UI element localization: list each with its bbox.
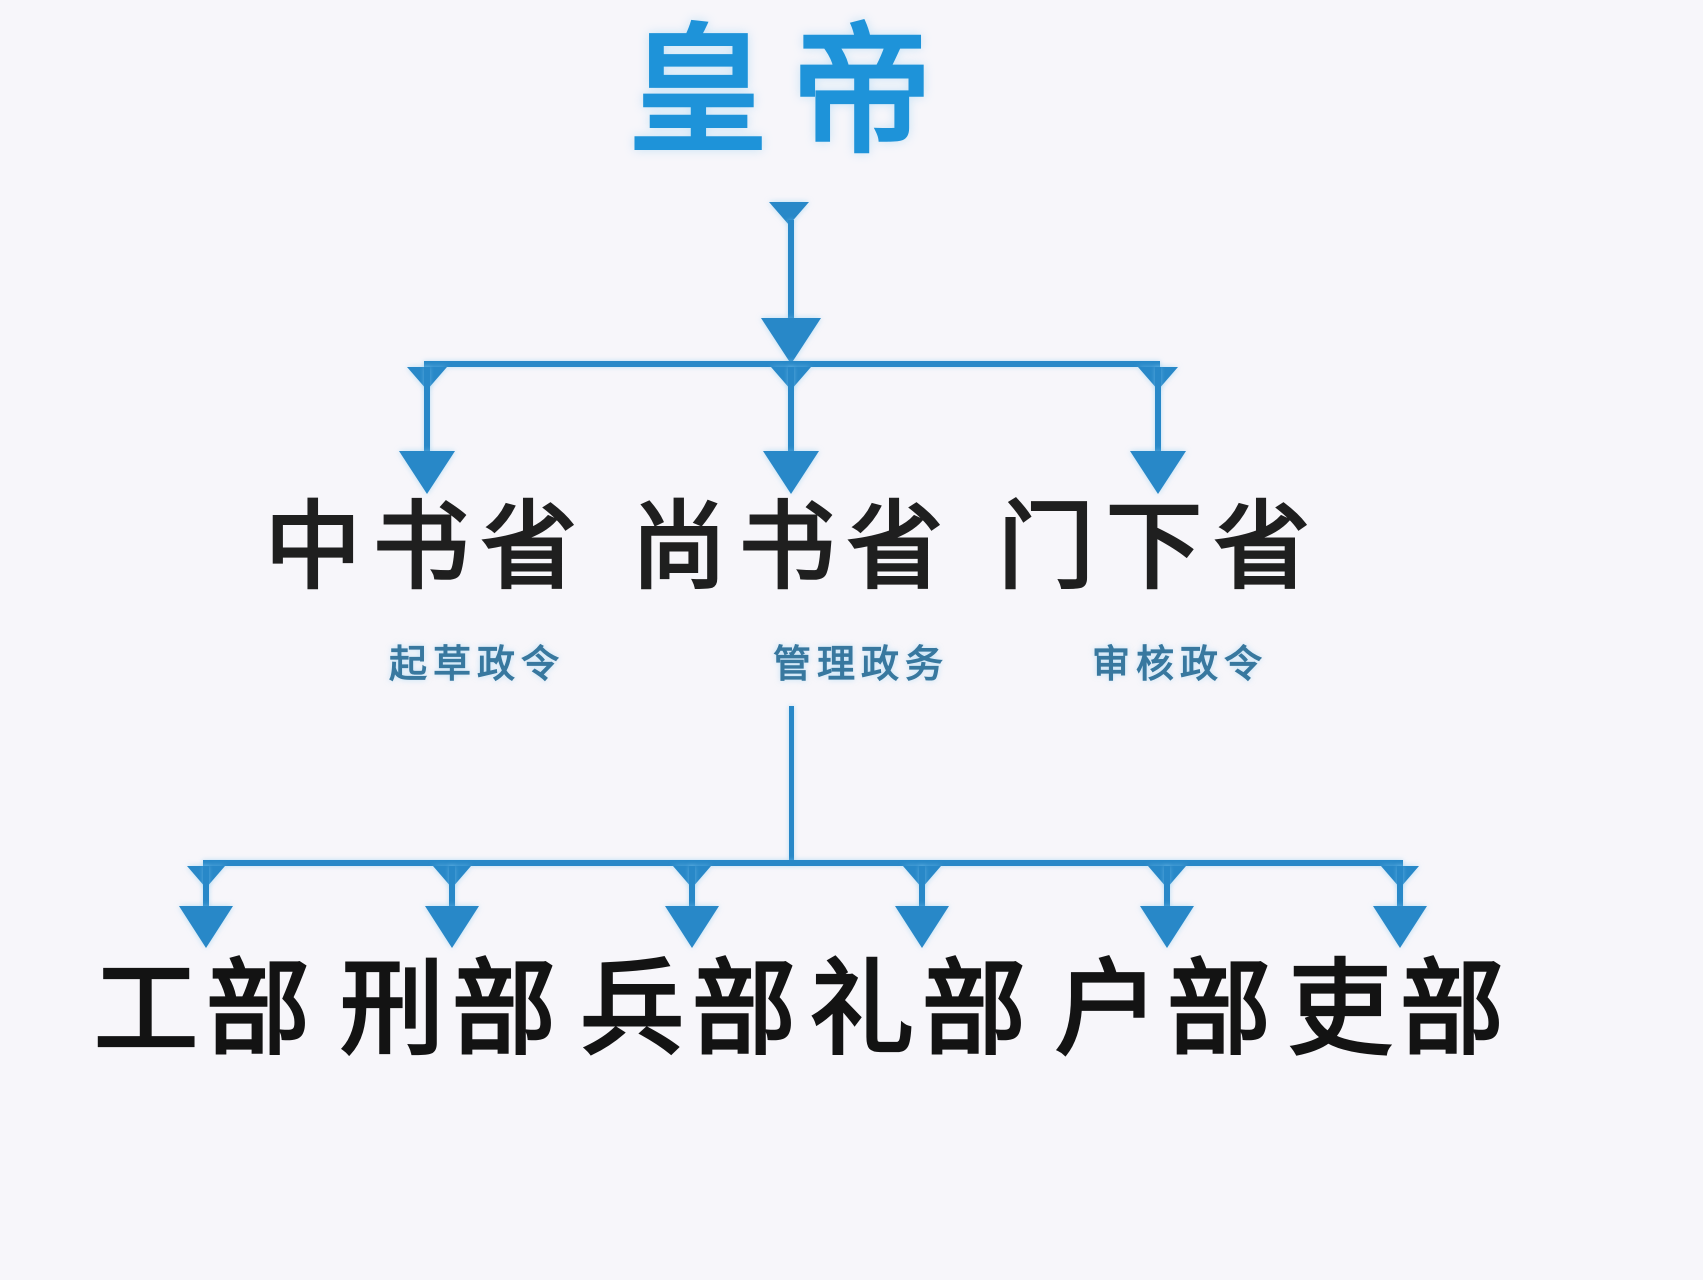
connector-to-xingbu [449, 866, 455, 912]
dept-node-shangshu: 尚书省 [631, 494, 955, 601]
ministry-node-libu-rites: 礼部 [809, 952, 1035, 1068]
connector-emperor-stem [788, 220, 794, 324]
arrowhead-down-icon [895, 906, 949, 948]
connector-shangshu-stem [789, 706, 794, 862]
connector-to-gongbu [203, 866, 209, 912]
ministry-node-gongbu: 工部 [93, 952, 319, 1068]
connector-to-libu-rites [919, 866, 925, 912]
connector-to-shangshu [788, 367, 794, 455]
arrowhead-down-icon [763, 451, 819, 494]
connector-to-menxia [1155, 367, 1161, 455]
arrowhead-down-icon [1130, 451, 1186, 494]
connector-to-hubu [1164, 866, 1170, 912]
ministry-node-xingbu: 刑部 [339, 952, 565, 1068]
tier2-bus-line [203, 860, 1403, 866]
connector-to-libu-personnel [1397, 866, 1403, 912]
dept-subtitle-shangshu: 管理政务 [772, 644, 950, 686]
ministry-node-bingbu: 兵部 [579, 952, 805, 1068]
tier1-bus-line [424, 361, 1160, 367]
arrowhead-down-icon [399, 451, 455, 494]
arrowhead-down-icon [1140, 906, 1194, 948]
arrowhead-down-icon [1373, 906, 1427, 948]
arrow-start-cap-icon [769, 202, 809, 225]
emperor-node: 皇帝 [627, 13, 957, 170]
dept-subtitle-zhongshu: 起草政令 [388, 644, 566, 686]
dept-node-menxia: 门下省 [998, 494, 1322, 601]
dept-node-zhongshu: 中书省 [265, 494, 589, 601]
ministry-node-hubu: 户部 [1054, 952, 1280, 1068]
arrowhead-down-icon [761, 318, 821, 364]
ministry-node-libu-personnel: 吏部 [1287, 952, 1513, 1068]
arrowhead-down-icon [179, 906, 233, 948]
connector-to-bingbu [689, 866, 695, 912]
arrowhead-down-icon [665, 906, 719, 948]
dept-subtitle-menxia: 审核政令 [1091, 644, 1269, 686]
arrowhead-down-icon [425, 906, 479, 948]
connector-to-zhongshu [424, 367, 430, 455]
